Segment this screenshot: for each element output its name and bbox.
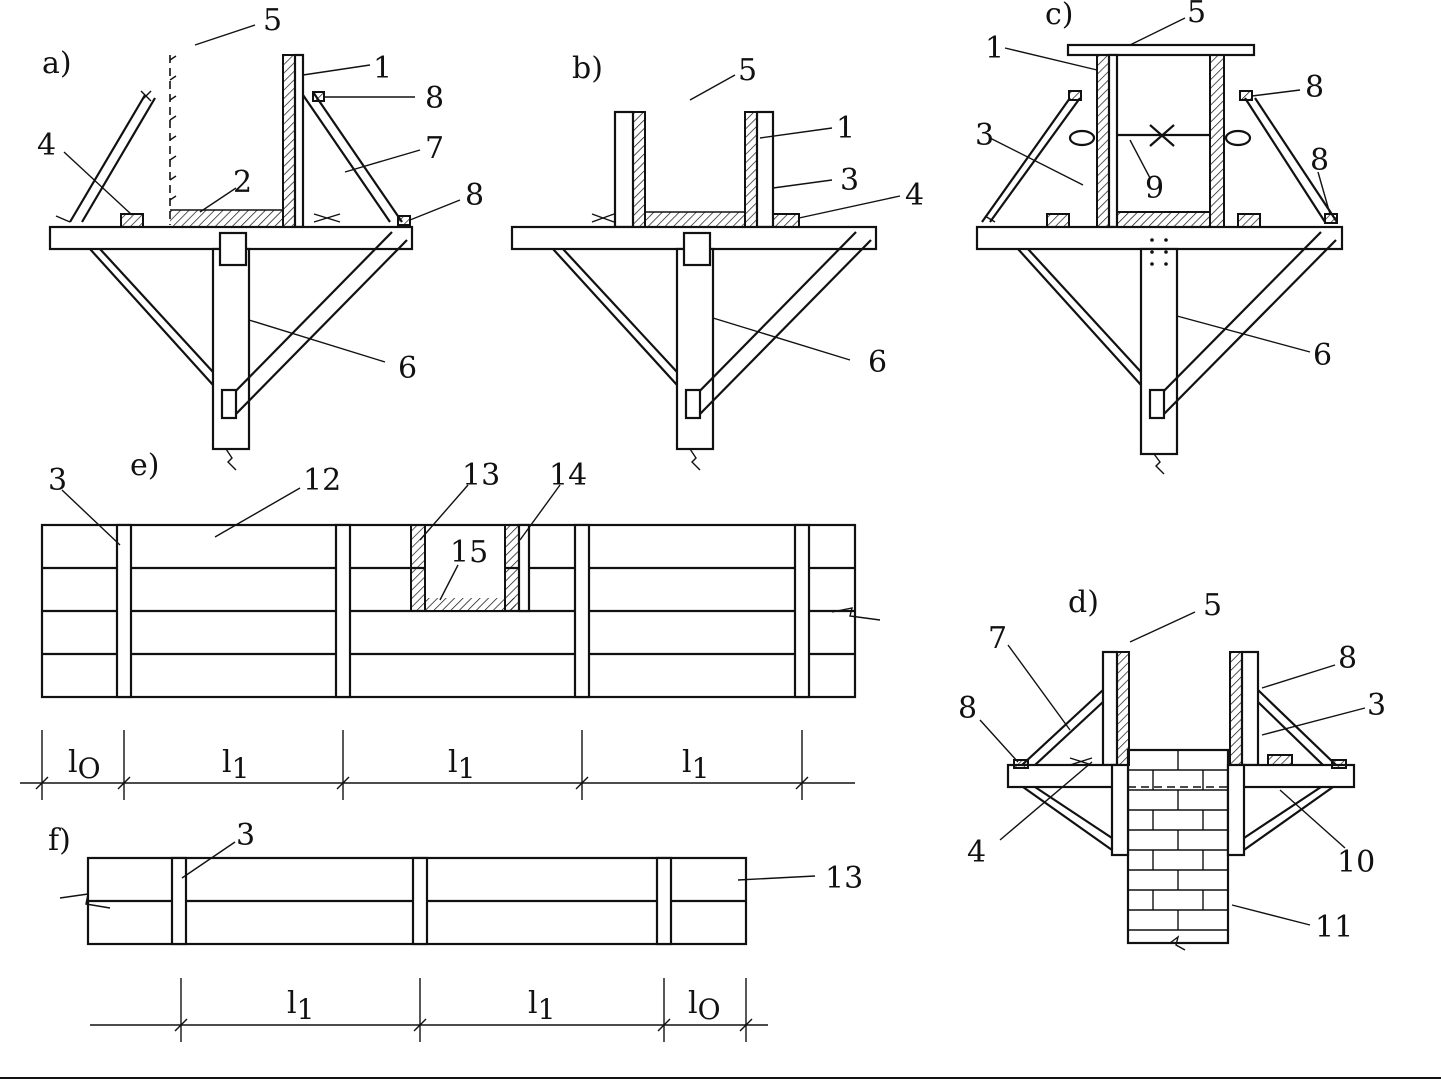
dimension-label: l1 <box>448 745 475 785</box>
panel-f: f) 3 13 l1 l1 lO <box>48 818 863 1042</box>
dimension-label: l1 <box>682 745 709 785</box>
bottom-form <box>170 210 283 227</box>
panel-label: f) <box>48 823 71 858</box>
panel-b: b) 5 1 3 4 6 <box>512 51 924 470</box>
deck-beam <box>977 227 1342 249</box>
callout: 10 <box>1337 845 1375 880</box>
panel-label: c) <box>1045 0 1074 32</box>
wall-panel <box>745 112 757 227</box>
callout: 1 <box>836 111 855 146</box>
panel-label: d) <box>1068 585 1099 620</box>
dimension-label: l1 <box>222 745 249 785</box>
callout: 6 <box>1313 338 1332 373</box>
callout: 7 <box>425 131 444 166</box>
callout: 2 <box>233 165 252 200</box>
callout: 5 <box>263 3 282 38</box>
callout: 1 <box>373 51 392 86</box>
wall-panel <box>1230 652 1242 765</box>
callout: 13 <box>462 458 500 493</box>
callout: 5 <box>738 53 757 88</box>
callout: 8 <box>1338 641 1357 676</box>
panel-c: c) 5 1 8 3 8 9 6 <box>975 0 1342 474</box>
dimension-label: l1 <box>528 986 555 1026</box>
brick-wall <box>1128 750 1228 950</box>
panel-label: a) <box>42 46 72 81</box>
stud <box>117 525 131 697</box>
panel-label: e) <box>130 448 159 483</box>
callout: 5 <box>1187 0 1206 30</box>
callout: 4 <box>37 128 56 163</box>
callout: 3 <box>975 118 994 153</box>
callout: 12 <box>303 463 341 498</box>
stud <box>657 858 671 944</box>
post <box>1141 249 1177 454</box>
wall-panel <box>1097 55 1109 227</box>
callout: 3 <box>1367 688 1386 723</box>
callout: 15 <box>450 535 488 570</box>
callout: 11 <box>1315 910 1353 945</box>
callout: 8 <box>1305 70 1324 105</box>
callout: 3 <box>840 163 859 198</box>
stud <box>575 525 589 697</box>
callout: 8 <box>425 81 444 116</box>
panel-a: a) 5 1 8 4 7 2 8 6 <box>37 3 484 470</box>
wall-panel <box>615 112 633 227</box>
callout: 6 <box>398 351 417 386</box>
dimension-label: lO <box>68 745 101 785</box>
callout: 8 <box>465 178 484 213</box>
panel-label: b) <box>572 51 603 86</box>
removed-wall-form <box>170 55 176 225</box>
callout: 3 <box>48 463 67 498</box>
callout: 1 <box>985 31 1004 66</box>
wall-panel <box>283 55 295 227</box>
dimension-label: lO <box>688 986 721 1026</box>
callout: 13 <box>825 861 863 896</box>
panel-d: d) 5 7 8 8 3 4 10 11 <box>958 585 1386 950</box>
callout: 7 <box>988 621 1007 656</box>
top-plate <box>1068 45 1254 55</box>
callout: 8 <box>1310 143 1329 178</box>
callout: 4 <box>905 178 924 213</box>
wall-panel <box>1210 55 1224 227</box>
dimension-label: l1 <box>287 986 314 1026</box>
callout: 5 <box>1203 588 1222 623</box>
stud <box>336 525 350 697</box>
wall-panel <box>1103 652 1117 765</box>
panel-e: e) 3 12 13 14 15 lO l1 l1 l1 <box>20 448 880 800</box>
callout: 4 <box>967 835 986 870</box>
callout: 8 <box>958 691 977 726</box>
stud <box>795 525 809 697</box>
callout: 14 <box>549 458 587 493</box>
callout: 3 <box>236 818 255 853</box>
stud <box>172 858 186 944</box>
stud <box>413 858 427 944</box>
callout: 6 <box>868 345 887 380</box>
callout: 9 <box>1145 171 1164 206</box>
